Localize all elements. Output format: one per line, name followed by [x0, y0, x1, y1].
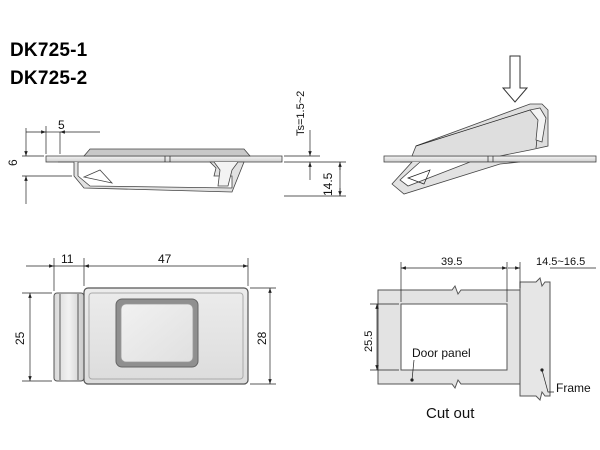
dim-side-height: 6	[6, 159, 20, 166]
label-frame: Frame	[556, 381, 591, 395]
cutout-view: 39.5 14.5~16.5 25.5 Door panel Frame Cut…	[363, 256, 596, 422]
dim-side-depth: 14.5	[321, 172, 335, 196]
side-view-open	[383, 55, 597, 195]
side-button-top	[83, 148, 251, 157]
dim-side-thickness: Ts=1.5~2	[295, 91, 307, 136]
dim-front-flange: 11	[61, 252, 74, 266]
open-plate	[383, 155, 597, 163]
dim-cutout-width: 39.5	[441, 256, 462, 268]
side-view-closed: 5 6 Ts=1.5~2 14.5	[6, 91, 346, 204]
side-spring-clip	[213, 161, 239, 187]
press-arrow-icon	[501, 55, 529, 103]
dim-side-slot: 5	[58, 118, 65, 132]
side-triangle-slot	[82, 169, 114, 184]
open-clip	[529, 107, 547, 143]
open-body	[391, 161, 521, 195]
dim-front-left-height: 25	[13, 331, 27, 345]
model-title-1: DK725-1	[10, 40, 88, 61]
front-view: 11 47 25 28	[13, 252, 276, 385]
side-plate	[45, 155, 283, 163]
dim-front-right-height: 28	[255, 331, 269, 345]
dim-cutout-height: 25.5	[363, 331, 375, 352]
label-cut-out: Cut out	[426, 405, 475, 422]
dim-frame-range: 14.5~16.5	[536, 256, 585, 268]
front-flange	[53, 292, 85, 382]
label-door-panel: Door panel	[412, 346, 471, 360]
cutout-opening	[400, 303, 508, 371]
open-button-tilted	[411, 103, 549, 157]
model-title-2: DK725-2	[10, 68, 88, 89]
dim-front-body: 47	[158, 252, 172, 266]
